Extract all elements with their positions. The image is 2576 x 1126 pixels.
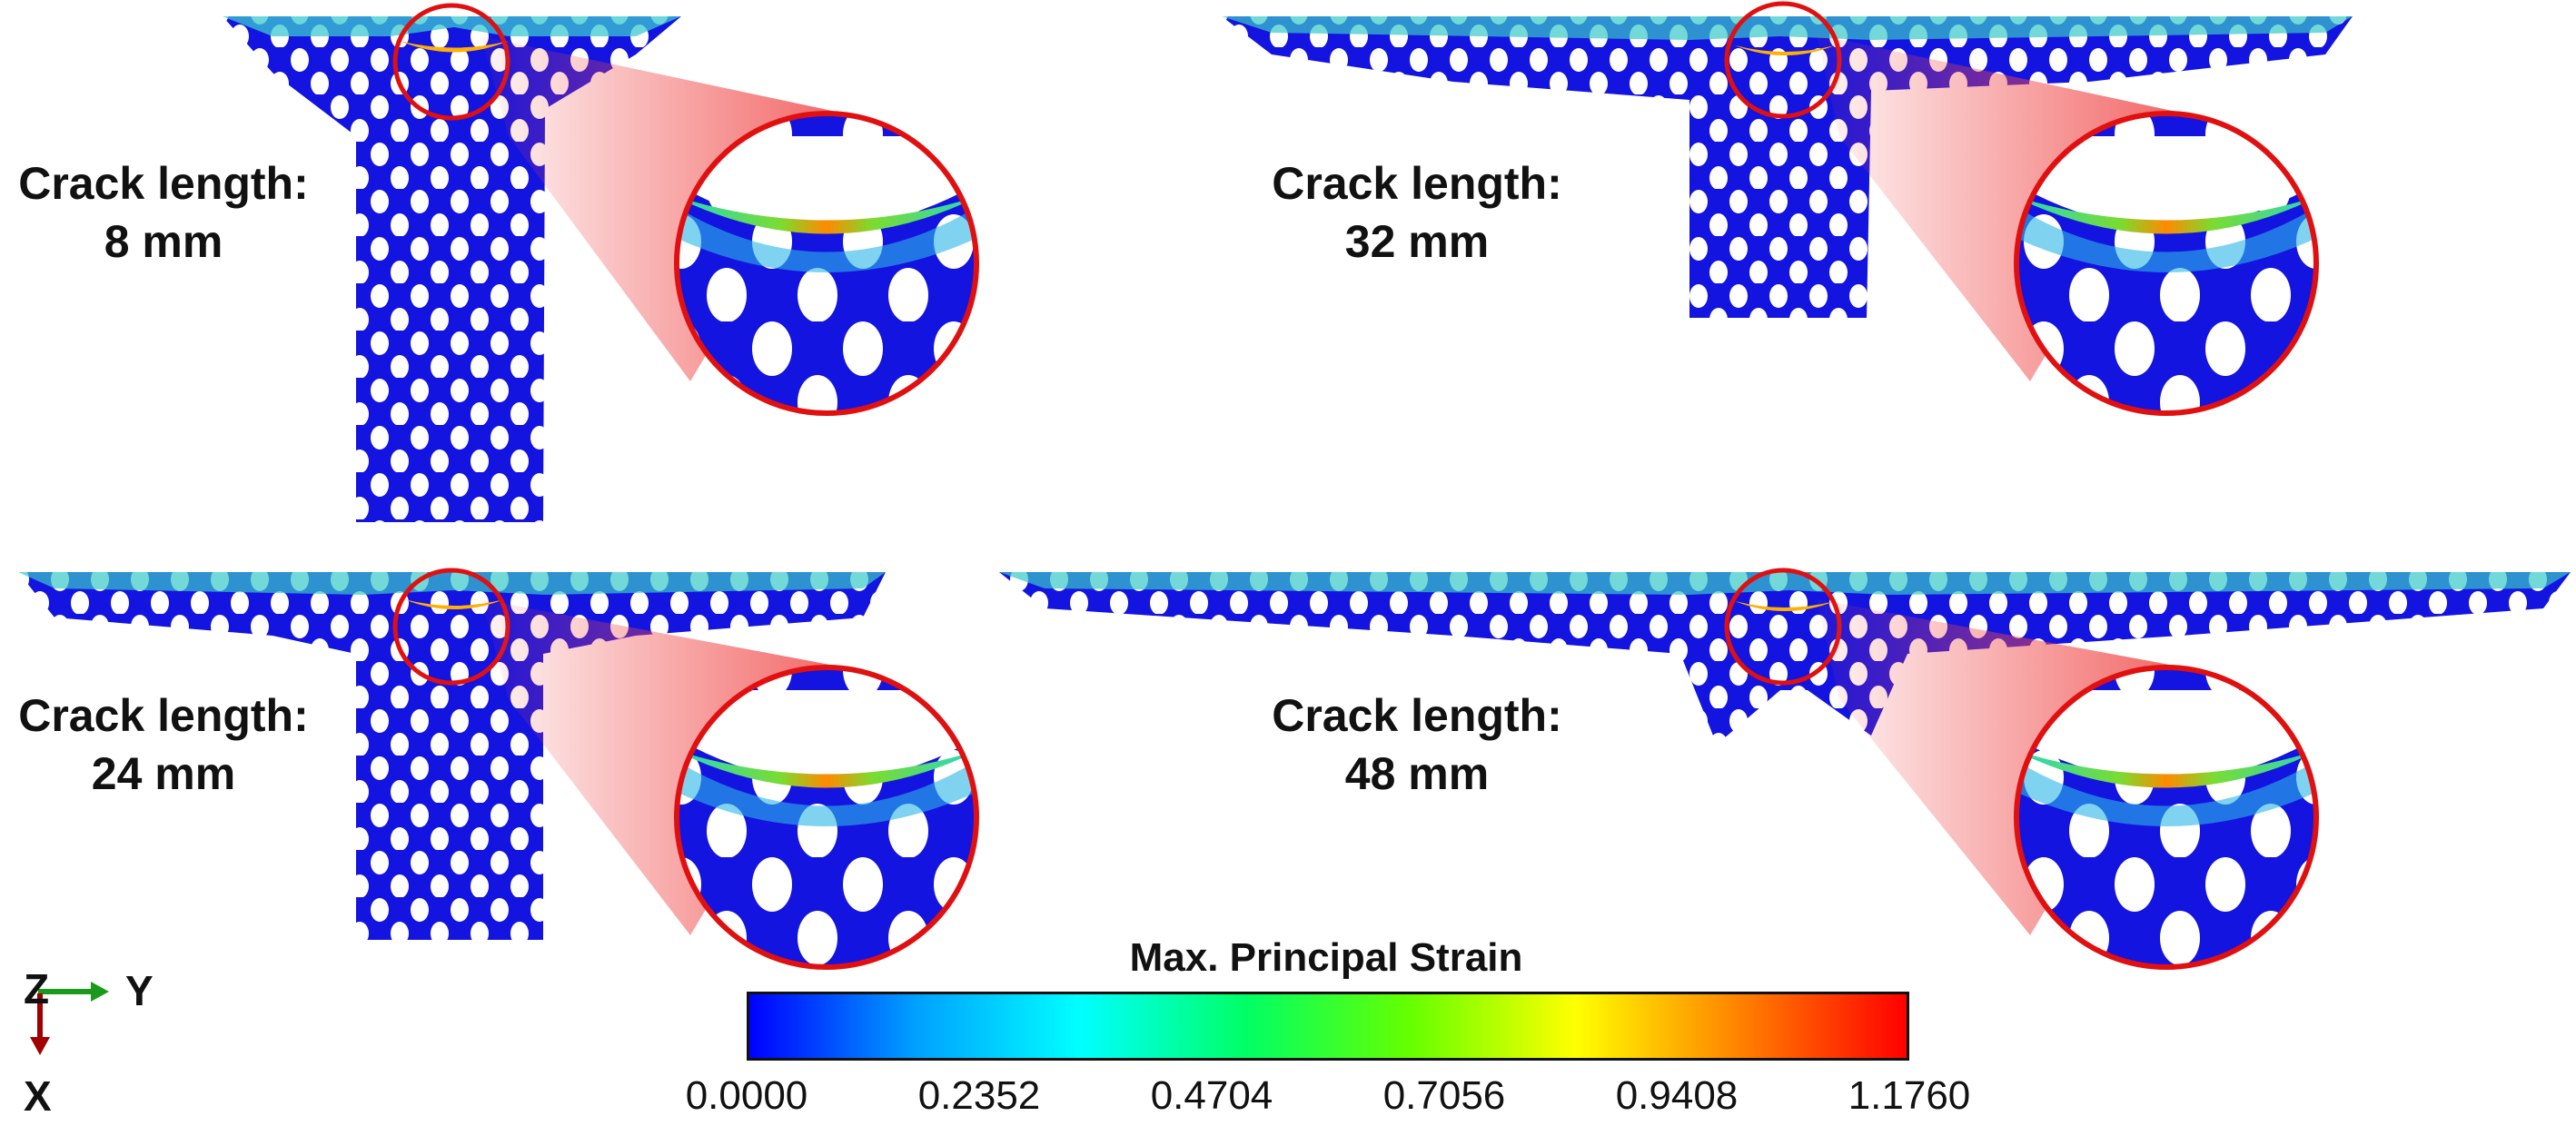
panel-4-label-line2: 48 mm xyxy=(1344,748,1490,799)
colorbar-tick-3: 0.7056 xyxy=(1382,1073,1506,1118)
panel-1-label-line2: 8 mm xyxy=(104,216,223,267)
y-arrowhead-icon xyxy=(91,982,109,1002)
panel-2-zoom-circle xyxy=(2014,111,2319,416)
panel-2-specimen xyxy=(1222,16,2353,318)
panel-3-label-line1: Crack length: xyxy=(18,690,309,741)
panel-4-zoom-view xyxy=(2016,667,2316,967)
panel-4-label: Crack length: 48 mm xyxy=(1253,686,1580,803)
panel-2-label-line1: Crack length: xyxy=(1272,158,1562,209)
panel-3-zoom-circle xyxy=(674,665,979,970)
panel-1-label: Crack length: 8 mm xyxy=(0,154,327,271)
panel-2-zoom-view xyxy=(2016,114,2316,413)
panel-2-label-line2: 32 mm xyxy=(1344,216,1490,267)
panel-1-zoom-cone xyxy=(481,36,849,381)
panel-4-label-line1: Crack length: xyxy=(1272,690,1562,741)
colorbar-title: Max. Principal Strain xyxy=(1129,935,1523,980)
colorbar xyxy=(747,992,1909,1061)
panel-2-zoom-cone xyxy=(1817,35,2189,381)
z-axis-label: Z xyxy=(24,965,50,1012)
colorbar-tick-2: 0.4704 xyxy=(1150,1073,1273,1118)
panel-1-zoom-view xyxy=(677,114,976,413)
panel-4-zoom-circle xyxy=(2014,665,2319,970)
panel-3-label-line2: 24 mm xyxy=(91,748,236,799)
panel-1-zoom-circle xyxy=(674,111,979,416)
panel-1-label-line1: Crack length: xyxy=(18,158,309,209)
x-axis-label: X xyxy=(24,1072,52,1120)
panel-2-label: Crack length: 32 mm xyxy=(1253,154,1580,271)
y-axis-label: Y xyxy=(125,967,154,1014)
colorbar-tick-0: 0.0000 xyxy=(685,1073,808,1118)
coordinate-axes xyxy=(30,982,109,1055)
panel-3-specimen xyxy=(18,572,886,940)
panel-1-specimen xyxy=(223,16,681,522)
panel-3-label: Crack length: 24 mm xyxy=(0,686,327,803)
x-arrowhead-icon xyxy=(30,1037,50,1055)
panel-4-specimen xyxy=(999,572,2571,745)
colorbar-tick-1: 0.2352 xyxy=(917,1073,1041,1118)
colorbar-tick-4: 0.9408 xyxy=(1615,1073,1739,1118)
panel-3-zoom-view xyxy=(677,667,976,967)
colorbar-tick-5: 1.1760 xyxy=(1848,1073,1971,1118)
